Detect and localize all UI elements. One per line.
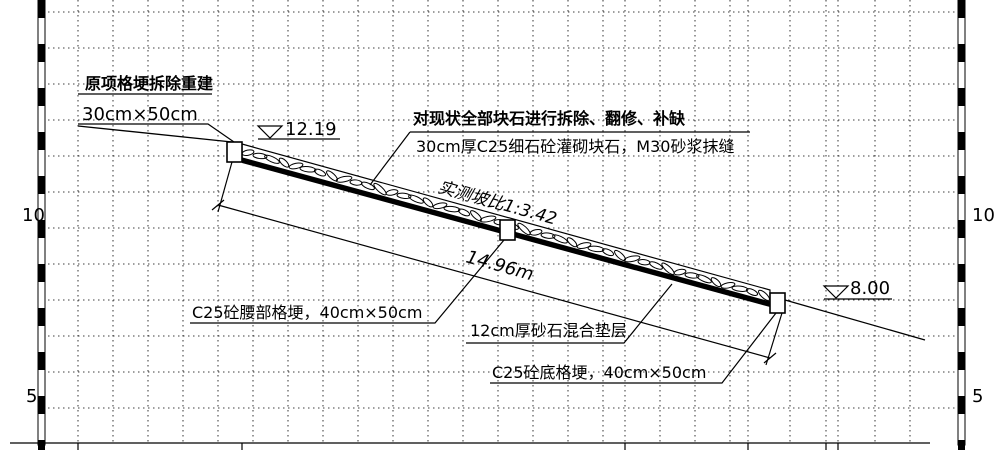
- cushion-label: 12cm厚砂石混合垫层: [470, 321, 627, 340]
- stone-treatment-label: 对现状全部块石进行拆除、翻修、补缺: [413, 109, 686, 128]
- left-scale-label-10: 10: [22, 205, 45, 226]
- length-dimension: [211, 161, 783, 366]
- ground-line: [77, 125, 926, 341]
- right-scale-label-5: 5: [972, 386, 983, 407]
- left-scale-bar: 10 5: [22, 0, 46, 450]
- stone-detail-label: 30cm厚C25细石砼灌砌块石，M30砂浆抹缝: [416, 137, 734, 156]
- bottom-grade-beam: [769, 292, 786, 314]
- elevation-marker-bottom: [822, 285, 892, 300]
- elevation-marker-top: [256, 125, 340, 140]
- waist-grade-beam: [499, 219, 516, 241]
- elevation-bottom-label: 8.00: [850, 278, 890, 299]
- top-grade-beam: [226, 141, 243, 163]
- dotted-grid: [48, 0, 955, 443]
- right-scale-bar: 10 5: [957, 0, 995, 450]
- waist-beam-label: C25砼腰部格埂，40cm×50cm: [192, 303, 422, 322]
- elevation-top-label: 12.19: [285, 119, 337, 140]
- right-scale-label-10: 10: [972, 205, 995, 226]
- top-beam-size: 30cm×50cm: [82, 104, 198, 125]
- base-line: [10, 442, 930, 450]
- bottom-beam-label: C25砼底格埂，40cm×50cm: [492, 363, 706, 382]
- top-beam-title: 原项格埂拆除重建: [85, 74, 213, 93]
- slope-length-label: 14.96m: [464, 247, 536, 286]
- left-scale-label-5: 5: [26, 386, 37, 407]
